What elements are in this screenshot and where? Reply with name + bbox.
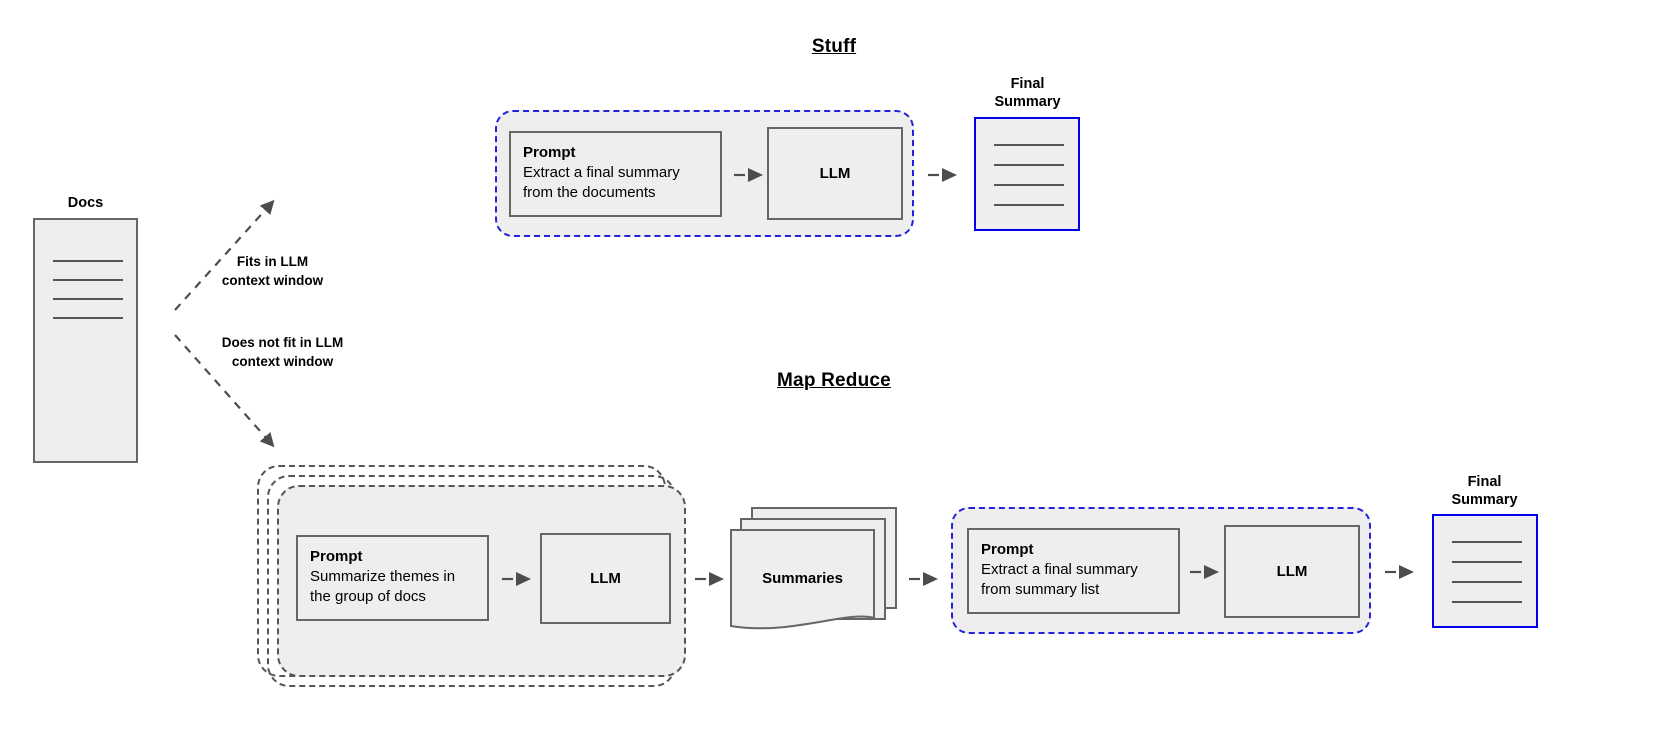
stuff-final-summary-caption-line1: Final [1010, 76, 1045, 92]
arrow-reduce-to-final-summary [1385, 565, 1414, 579]
reduce-prompt-body: Extract a final summary from summary lis… [981, 561, 1138, 598]
final-summary-line-3 [994, 184, 1064, 186]
final-summary-line-1 [994, 144, 1064, 146]
arrow-map-to-summaries [695, 572, 724, 586]
mr-final-summary-caption-line2: Summary [1451, 492, 1518, 508]
branch-label-fits: Fits in LLM context window [185, 252, 360, 290]
docs-line-4 [53, 317, 123, 319]
mr-final-summary-line-2 [1452, 561, 1522, 563]
stuff-prompt-box: Prompt Extract a final summary from the … [509, 131, 722, 217]
map-prompt-body: Summarize themes in the group of docs [310, 568, 456, 605]
mr-final-summary-line-1 [1452, 541, 1522, 543]
mr-final-summary-box [1432, 514, 1538, 628]
map-reduce-section-title: Map Reduce [777, 370, 891, 391]
arrow-summaries-to-reduce [909, 572, 938, 586]
map-llm-label: LLM [590, 570, 621, 587]
mr-final-summary-caption: Final Summary [1422, 473, 1547, 509]
mr-final-summary-line-4 [1452, 601, 1522, 603]
branch-label-dnf-line1: Does not fit in LLM [221, 335, 344, 350]
map-prompt-box: Prompt Summarize themes in the group of … [296, 535, 489, 621]
map-prompt-title: Prompt [310, 548, 363, 565]
branch-label-does-not-fit: Does not fit in LLM context window [185, 333, 380, 371]
docs-box [33, 218, 138, 463]
stuff-prompt-body: Extract a final summary from the documen… [523, 164, 680, 201]
arrow-reduce-prompt-to-llm [1190, 565, 1219, 579]
reduce-prompt-title: Prompt [981, 541, 1034, 558]
branch-label-fits-line1: Fits in LLM [236, 254, 309, 269]
final-summary-line-2 [994, 164, 1064, 166]
mr-final-summary-caption-line1: Final [1467, 474, 1502, 490]
docs-caption: Docs [67, 195, 104, 211]
reduce-llm-box: LLM [1224, 525, 1360, 618]
mr-final-summary-line-3 [1452, 581, 1522, 583]
map-llm-box: LLM [540, 533, 671, 624]
docs-line-1 [53, 260, 123, 262]
docs-line-2 [53, 279, 123, 281]
stuff-final-summary-caption: Final Summary [965, 75, 1090, 111]
stuff-final-summary-caption-line2: Summary [994, 94, 1061, 110]
arrow-stuff-to-final-summary [928, 168, 957, 182]
arrow-stuff-prompt-to-llm [734, 168, 763, 182]
docs-line-3 [53, 298, 123, 300]
arrow-map-prompt-to-llm [502, 572, 531, 586]
summaries-sheet-front [730, 529, 875, 630]
stuff-section-title: Stuff [811, 36, 857, 57]
stuff-prompt-title: Prompt [523, 144, 576, 161]
summaries-label: Summaries [762, 570, 843, 587]
stuff-final-summary-box [974, 117, 1080, 231]
final-summary-line-4 [994, 204, 1064, 206]
reduce-llm-label: LLM [1276, 563, 1308, 580]
branch-label-fits-line2: context window [221, 273, 324, 288]
stuff-llm-label: LLM [819, 165, 851, 182]
summaries-stack [730, 507, 897, 630]
stuff-llm-box: LLM [767, 127, 903, 220]
branch-arrows [174, 199, 275, 448]
branch-label-dnf-line2: context window [231, 354, 334, 369]
reduce-prompt-box: Prompt Extract a final summary from summ… [967, 528, 1180, 614]
